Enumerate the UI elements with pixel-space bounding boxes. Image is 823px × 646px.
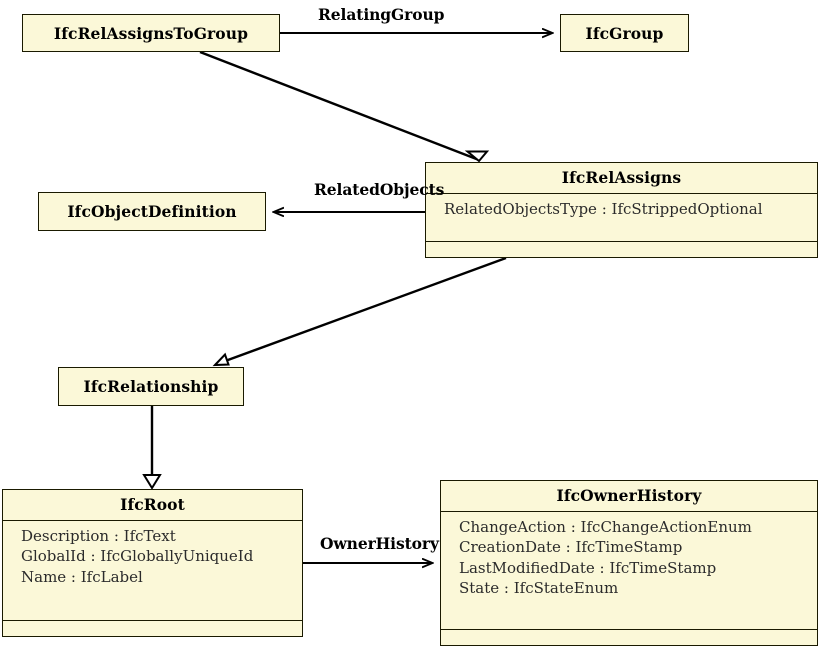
class-box-ifcgroup[interactable]: IfcGroup [560,14,689,52]
class-operations-compartment [3,621,302,636]
class-box-ifcownerhistory[interactable]: IfcOwnerHistory ChangeAction : IfcChange… [440,480,818,646]
class-title: IfcGroup [585,23,664,43]
edge-label-related-objects: RelatedObjects [314,180,445,199]
attribute-row: CreationDate : IfcTimeStamp [459,538,683,557]
edge-generalization-relationship-root [142,406,162,490]
class-box-ifcroot[interactable]: IfcRoot Description : IfcText GlobalId :… [2,489,303,637]
class-operations-compartment [426,242,817,257]
edge-label-relating-group: RelatingGroup [318,5,445,24]
class-attributes-compartment: ChangeAction : IfcChangeActionEnum Creat… [441,512,817,630]
class-title: IfcRelAssignsToGroup [53,23,249,43]
class-attributes-compartment: RelatedObjectsType : IfcStrippedOptional [426,194,817,242]
class-box-ifcrelassignstogroup[interactable]: IfcRelAssignsToGroup [22,14,280,52]
class-operations-compartment [441,630,817,645]
class-title: IfcOwnerHistory [441,481,817,512]
class-title: IfcRelAssigns [426,163,817,194]
edge-label-owner-history: OwnerHistory [320,534,439,553]
attribute-row: LastModifiedDate : IfcTimeStamp [459,558,717,577]
attribute-row: GlobalId : IfcGloballyUniqueId [21,547,254,566]
class-box-ifcrelassigns[interactable]: IfcRelAssigns RelatedObjectsType : IfcSt… [425,162,818,258]
attribute-row: Description : IfcText [21,527,176,545]
attribute-row: Name : IfcLabel [21,567,143,586]
class-attributes-compartment: Description : IfcText GlobalId : IfcGlob… [3,521,302,621]
class-title: IfcRelationship [83,377,219,396]
attribute-row: RelatedObjectsType : IfcStrippedOptional [444,200,763,218]
class-title: IfcObjectDefinition [67,202,237,221]
edge-generalization-relassigns-relationship [212,256,507,367]
class-title: IfcRoot [3,490,302,521]
attribute-row: State : IfcStateEnum [459,579,619,598]
class-box-ifcrelationship[interactable]: IfcRelationship [58,367,244,406]
class-box-ifcobjectdefinition[interactable]: IfcObjectDefinition [38,192,266,231]
attribute-row: ChangeAction : IfcChangeActionEnum [459,518,752,536]
edge-generalization-relassignstogroup-relassigns [199,50,490,163]
